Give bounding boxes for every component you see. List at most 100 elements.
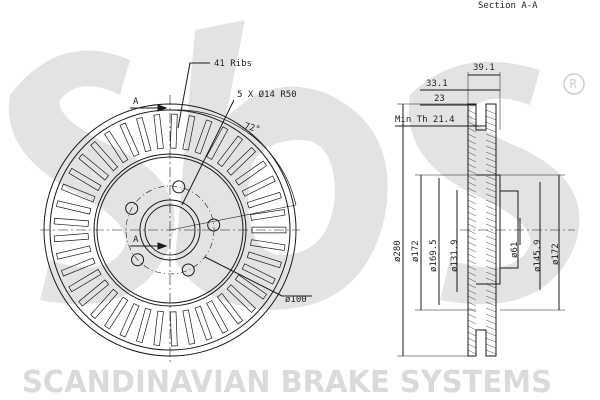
section-hatch-line	[467, 175, 477, 181]
cooling-rib	[104, 296, 129, 330]
section-hatch-line	[467, 157, 477, 163]
section-hatch-line	[467, 139, 477, 145]
section-hatch-line	[485, 157, 497, 163]
pcd-leader-line	[204, 256, 283, 297]
section-hatch-line	[467, 337, 477, 343]
registered-mark: R	[570, 77, 578, 91]
section-title: Section A-A	[478, 1, 538, 11]
disc-front-view	[40, 62, 312, 365]
section-hatch-line	[467, 283, 477, 289]
cooling-rib	[250, 239, 286, 251]
section-hatch-line	[485, 295, 497, 301]
section-hatch-line	[467, 277, 477, 283]
cooling-rib	[216, 292, 244, 325]
section-hatch-line	[467, 127, 477, 133]
section-hatch-line	[467, 313, 477, 319]
section-hatch-line	[467, 241, 477, 247]
section-hatch-line	[467, 163, 477, 169]
section-hatch-line	[467, 211, 477, 217]
section-hatch-line	[467, 181, 477, 187]
cooling-rib	[250, 209, 286, 221]
section-hatch-line	[485, 331, 497, 337]
section-hatch-line	[485, 151, 497, 157]
section-arrow-top	[157, 104, 168, 112]
bolt-hole	[131, 253, 145, 267]
section-marker-top: A	[133, 97, 139, 107]
hub-hat-outline	[476, 174, 519, 285]
bolt-hole	[207, 218, 221, 232]
cooling-rib	[241, 263, 276, 285]
section-hatch-line	[467, 169, 477, 175]
section-hatch-line	[467, 115, 477, 121]
cooling-rib	[169, 113, 178, 149]
cooling-rib	[234, 274, 267, 300]
cooling-rib	[153, 310, 164, 346]
cooling-rib	[194, 119, 213, 155]
section-hatch-line	[467, 319, 477, 325]
dim-172-right: ø172	[551, 243, 561, 265]
dim-outer-diameter: ø280	[393, 240, 403, 262]
angle-label: 72°	[243, 122, 261, 136]
cooling-rib	[246, 191, 282, 209]
section-hatch-line	[485, 319, 497, 325]
pcd-circle	[125, 185, 215, 275]
cooling-rib	[119, 303, 140, 338]
dim-145: ø145.9	[533, 239, 543, 272]
bolt-hole	[172, 180, 186, 194]
section-hatch-line	[485, 283, 497, 289]
section-hatch-line	[467, 205, 477, 211]
cooling-rib	[182, 115, 196, 151]
section-hatch-line	[485, 127, 497, 133]
watermark-brand-text: SCANDINAVIAN BRAKE SYSTEMS	[22, 365, 552, 400]
section-hatch-line	[467, 349, 477, 355]
cooling-rib	[104, 130, 129, 164]
cooling-rib	[68, 268, 102, 293]
cooling-rib	[226, 147, 257, 176]
angle-arc	[171, 109, 297, 206]
cooling-rib	[206, 300, 229, 334]
cooling-rib	[90, 141, 119, 172]
section-hatch-line	[467, 265, 477, 271]
section-hatch-line	[467, 223, 477, 229]
disc-section-view	[395, 72, 575, 357]
section-hatch-line	[467, 289, 477, 295]
cooling-rib	[206, 126, 229, 160]
section-hatch-line	[485, 229, 497, 235]
section-hatch-line	[485, 211, 497, 217]
section-hatch-line	[467, 145, 477, 151]
section-hatch-line	[485, 121, 497, 127]
section-arrow-bottom	[157, 242, 168, 250]
section-hatch-line	[467, 235, 477, 241]
section-hatch-line	[467, 343, 477, 349]
section-hatch-line	[485, 241, 497, 247]
section-hatch-line	[485, 193, 497, 199]
section-hatch-line	[485, 307, 497, 313]
section-hatch-line	[485, 187, 497, 193]
cooling-rib	[78, 153, 110, 181]
cooling-rib	[68, 167, 102, 192]
section-hatch-line	[485, 343, 497, 349]
section-hatch-line	[485, 145, 497, 151]
section-hatch-line	[485, 313, 497, 319]
section-hatch-line	[485, 217, 497, 223]
cooling-rib	[90, 288, 119, 319]
section-hatch-line	[485, 277, 497, 283]
dim-61: ø61	[510, 242, 520, 258]
dim-33: 33.1	[426, 79, 448, 89]
section-hatch-line	[485, 169, 497, 175]
cooling-rib	[169, 311, 178, 347]
section-hatch-line	[485, 175, 497, 181]
cooling-rib	[60, 183, 96, 203]
cooling-rib	[78, 279, 110, 307]
angle-ray	[169, 204, 297, 231]
section-hatch-line	[467, 217, 477, 223]
section-hatch-line	[485, 289, 497, 295]
section-hatch-line	[467, 121, 477, 127]
section-hatch-line	[467, 271, 477, 277]
section-hatch-line	[485, 301, 497, 307]
sbs-watermark-logo: R	[8, 20, 585, 310]
section-hatch-line	[485, 223, 497, 229]
section-hatch-line	[485, 337, 497, 343]
section-marker-bottom: A	[133, 235, 139, 245]
